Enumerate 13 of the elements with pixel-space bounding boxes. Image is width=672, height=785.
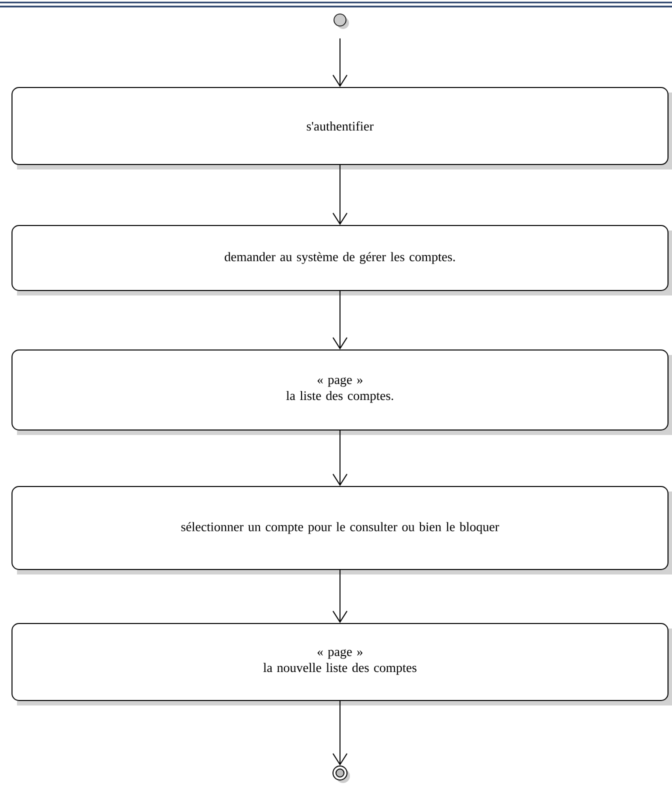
activity-box: s'authentifier — [12, 87, 672, 170]
activity-box: demander au système de gérer les comptes. — [12, 225, 672, 296]
activity-box: « page » la liste des comptes. — [12, 350, 672, 435]
arrow — [332, 700, 348, 766]
activity-box: « page » la nouvelle liste des comptes — [12, 623, 672, 706]
start-node — [334, 14, 349, 29]
arrow — [332, 570, 348, 623]
activity-box: sélectionner un compte pour le consulter ou bien le bloquer — [12, 486, 672, 574]
arrow — [332, 164, 348, 226]
arrow — [332, 430, 348, 486]
end-node — [332, 766, 350, 783]
arrow — [332, 38, 348, 88]
arrow — [332, 290, 348, 350]
